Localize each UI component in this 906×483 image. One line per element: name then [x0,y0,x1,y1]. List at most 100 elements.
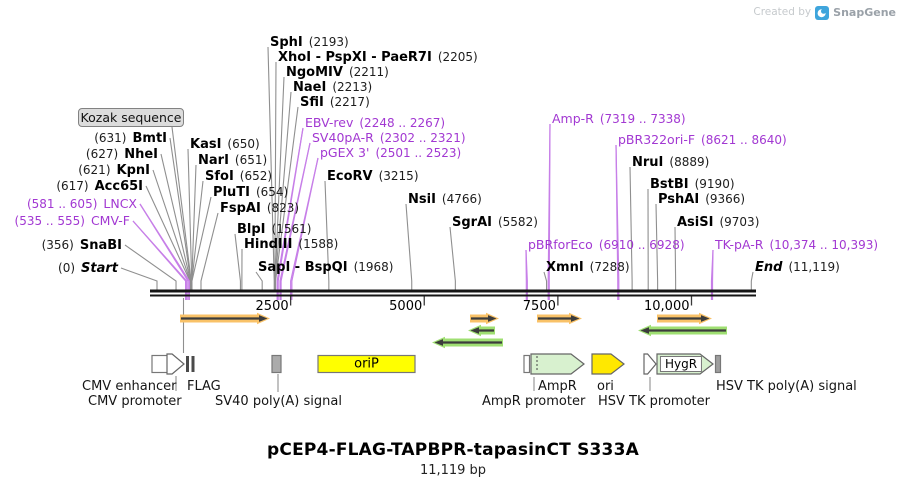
axis-tick-label-7500: 7500 [522,299,556,314]
site-label-nari[interactable]: NarI (651) [198,153,267,168]
site-line-cmv-f [132,220,188,300]
feature-caption-ampr[interactable]: AmpR [538,379,577,394]
site-label-sapi-bspqi[interactable]: SapI - BspQI (1968) [258,260,393,275]
site-pos-sfii: (2217) [329,95,370,109]
site-label-pgex-3[interactable]: pGEX 3' (2501 .. 2523) [320,146,461,161]
site-label-blpi[interactable]: BlpI (1561) [237,222,311,237]
site-label-kpni[interactable]: (621) KpnI [78,163,150,178]
site-line-nrui [629,166,633,293]
feature-flag-bar-0[interactable] [186,356,189,372]
site-label-end[interactable]: End (11,119) [755,260,840,275]
site-pos-acc65i: (617) [56,179,89,193]
site-pos-kpni: (621) [78,163,111,177]
site-line-cmv-f [132,220,187,300]
site-pos-sfoi: (652) [239,169,273,183]
site-label-nhei[interactable]: (627) NheI [86,147,158,162]
site-name-ebv-rev: EBV-rev [305,115,354,130]
feature-cmv-promoter[interactable] [166,353,185,375]
site-label-sv40pa-r[interactable]: SV40pA-R (2302 .. 2321) [312,131,466,146]
feature-caption-cmv-enhancer[interactable]: CMV enhancer [82,379,177,394]
site-pos-tk-pa-r: (10,374 .. 10,393) [769,238,879,252]
site-label-ebv-rev[interactable]: EBV-rev (2248 .. 2267) [305,115,446,131]
site-line-kozak [171,126,192,293]
site-pos-bmti: (631) [94,131,127,145]
site-label-xhoi-pspxi-paer7i[interactable]: XhoI - PspXI - PaeR7I (2205) [278,50,478,65]
feature-caption-flag[interactable]: FLAG [187,379,221,394]
site-label-pshai[interactable]: PshAI (9366) [658,192,745,207]
site-label-acc65i[interactable]: (617) Acc65I [56,179,143,194]
site-line-pluti [191,196,212,293]
feature-hsv-tk-polya[interactable] [714,354,722,374]
orf-arrow-core-head-0 [259,315,268,322]
site-name-sfoi: SfoI [205,169,234,184]
site-name-bmti: BmtI [132,131,167,146]
feature-caption-cmv-promoter[interactable]: CMV promoter [88,394,182,409]
feature-caption-hsv-tk-poly-a-signal[interactable]: HSV TK poly(A) signal [716,379,857,394]
site-label-bmti[interactable]: (631) BmtI [94,131,167,146]
site-label-lncx[interactable]: (581 .. 605) LNCX [27,197,137,212]
site-label-sfoi[interactable]: SfoI (652) [205,169,272,184]
site-label-cmv-f[interactable]: (535 .. 555) CMV-F [15,214,130,229]
feature-caption-ampr-promoter[interactable]: AmpR promoter [482,394,586,409]
feature-caption-hsv-tk-promoter[interactable]: HSV TK promoter [598,394,710,409]
site-name-xhoi-pspxi-paer7i: XhoI - PspXI - PaeR7I [278,50,432,65]
site-label-sfii[interactable]: SfiI (2217) [300,95,370,110]
site-label-xmni[interactable]: XmnI (7288) [546,260,630,275]
feature-caption-ori[interactable]: ori [597,379,614,394]
site-label-snabi[interactable]: (356) SnaBI [42,238,122,253]
feature-flag-bar-1[interactable] [191,356,195,372]
site-label-tk-pa-r[interactable]: TK-pA-R (10,374 .. 10,393) [715,238,879,253]
site-line-pbr322ori-f [615,144,620,300]
orf-arrow-core-head-1 [488,315,497,322]
site-label-pbrforeco[interactable]: pBRforEco (6910 .. 6928) [528,238,685,253]
feature-label-hygr[interactable]: HygR [659,356,703,372]
site-line-sv40pa-r [280,142,311,300]
site-pos-bstbi: (9190) [694,177,735,191]
site-pos-ebv-rev: (2248 .. 2267) [359,116,446,130]
site-label-kasi[interactable]: KasI (650) [190,137,260,152]
site-label-nrui[interactable]: NruI (8889) [632,155,709,170]
site-pos-xmni: (7288) [589,260,630,274]
feature-ampr[interactable] [530,353,585,375]
site-pos-snabi: (356) [41,238,74,252]
site-label-ngomiv[interactable]: NgoMIV (2211) [286,65,389,80]
site-line-asisi [674,226,677,293]
site-pos-nari: (651) [234,153,268,167]
site-label-asisi[interactable]: AsiSI (9703) [677,215,759,230]
site-label-nsii[interactable]: NsiI (4766) [408,192,482,207]
feature-label-orip[interactable]: oriP [354,356,379,372]
site-name-sapi-bspqi: SapI - BspQI [258,260,348,275]
feature-sv40-polya[interactable] [271,354,282,374]
kozak-sequence-label[interactable]: Kozak sequence [78,108,184,127]
site-label-bstbi[interactable]: BstBI (9190) [650,177,735,192]
title-block: pCEP4-FLAG-TAPBPR-tapasinCT S333A 11,119… [0,440,906,478]
site-label-ecorv[interactable]: EcoRV (3215) [327,169,419,184]
site-name-fspai: FspAI [220,201,261,216]
kozak-sequence-text: Kozak sequence [80,110,182,125]
site-name-sphi: SphI [270,35,303,50]
site-label-pbr322ori-f[interactable]: pBR322ori-F (8621 .. 8640) [618,133,787,148]
site-label-start[interactable]: (0) Start [58,261,118,276]
site-pos-kasi: (650) [227,137,260,151]
site-pos-blpi: (1561) [271,222,312,236]
site-line-pgex-3 [291,157,319,300]
site-label-sphi[interactable]: SphI (2193) [270,35,349,50]
feature-orip[interactable] [317,354,416,374]
site-name-bstbi: BstBI [650,177,689,192]
site-label-fspai[interactable]: FspAI (823) [220,201,299,216]
site-label-pluti[interactable]: PluTI (654) [213,185,288,200]
feature-ori[interactable] [591,353,625,375]
site-name-xmni: XmnI [546,260,584,275]
site-label-sgrai[interactable]: SgrAI (5582) [452,215,538,230]
site-label-amp-r[interactable]: Amp-R (7319 .. 7338) [552,112,686,127]
site-name-ngomiv: NgoMIV [286,65,343,80]
orf-arrow-core-head-4 [470,327,479,334]
watermark-created-by: Created by [753,6,812,18]
site-label-hindiii[interactable]: HindIII (1588) [244,237,338,252]
site-label-naei[interactable]: NaeI (2213) [293,80,372,95]
feature-hsv-tk-promoter[interactable] [643,353,657,375]
feature-ampr-promoter[interactable] [523,354,531,374]
feature-caption-sv40-poly-a-signal[interactable]: SV40 poly(A) signal [215,394,342,409]
